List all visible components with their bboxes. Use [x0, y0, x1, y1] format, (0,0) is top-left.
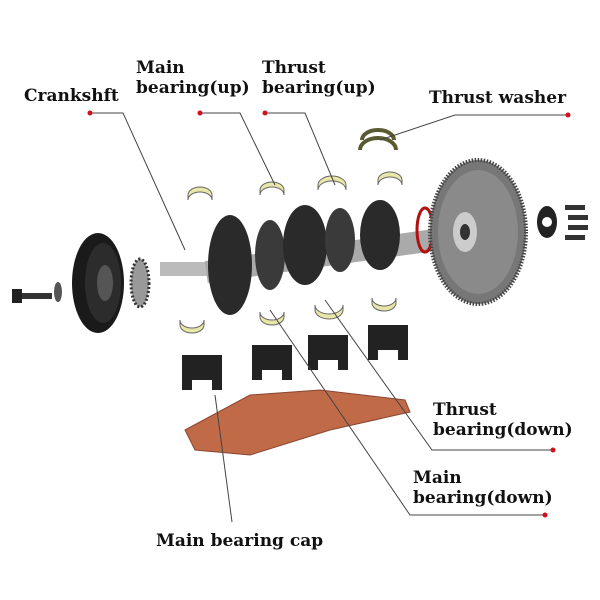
- main-bearing-caps: [182, 325, 408, 390]
- label-main-bearing-cap: Main bearing cap: [156, 531, 324, 551]
- leader-dots: [87, 110, 571, 518]
- bearing-cap-brace: [184, 389, 411, 456]
- label-line: Thrust: [433, 400, 497, 420]
- timing-gear: [129, 257, 151, 309]
- washer: [54, 282, 62, 302]
- label-thrust-washer: Thrust washer: [429, 88, 567, 108]
- crankshaft: [160, 200, 436, 315]
- bearings-lower: [179, 297, 397, 334]
- label-line: bearing(down): [413, 488, 553, 508]
- bearings-upper: [187, 171, 403, 201]
- flex-plate: [537, 206, 557, 238]
- label-line: bearing(up): [262, 78, 376, 98]
- pulley: [72, 233, 124, 333]
- flywheel-bolts: [565, 205, 588, 240]
- label-line: bearing(up): [136, 78, 250, 98]
- thrust-washer: [358, 128, 398, 151]
- label-line: Main: [136, 58, 185, 78]
- flywheel: [428, 158, 528, 306]
- label-line: bearing(down): [433, 420, 573, 440]
- label-line: Main: [413, 468, 462, 488]
- label-line: Thrust: [262, 58, 326, 78]
- label-crankshaft: Crankshft: [24, 86, 119, 106]
- bolt: [12, 289, 52, 303]
- leader-lines: [90, 112, 568, 523]
